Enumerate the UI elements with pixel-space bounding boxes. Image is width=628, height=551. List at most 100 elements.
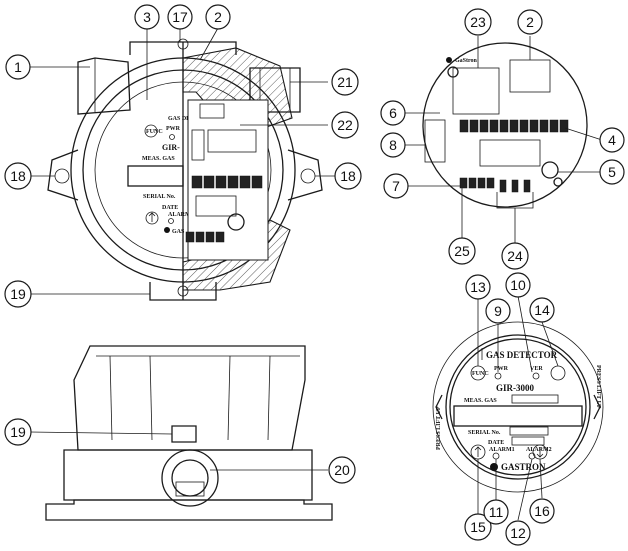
func-label: FUNC	[146, 129, 163, 135]
callout-11: 11	[483, 499, 509, 525]
svg-text:13: 13	[470, 279, 486, 295]
callout-16: 16	[529, 498, 555, 524]
left-ear-hole	[54, 168, 70, 184]
svg-text:FUNC: FUNC	[472, 371, 489, 377]
svg-text:2: 2	[214, 9, 222, 25]
brand-label: GASTRON	[501, 462, 546, 472]
serial-no-label: SERIAL No.	[468, 430, 501, 436]
gastron-logo-icon	[490, 463, 498, 471]
callout-8: 8	[380, 132, 406, 158]
callout-13: 13	[465, 274, 491, 300]
leader-lines-top-right	[405, 36, 603, 245]
gastron-logo-dot	[446, 57, 452, 63]
date-label: DATE	[488, 440, 504, 446]
gas-detector-label: GAS DETECTOR	[486, 350, 558, 360]
callout-24: 24	[501, 242, 529, 270]
pcb-capacitor-5	[541, 161, 559, 179]
callout-14: 14	[529, 297, 555, 323]
press-lift-up-right: PRESS LIFT UP	[595, 365, 601, 409]
up-button-icon	[145, 211, 159, 225]
pcb-right-half	[185, 99, 269, 261]
lcd-window-left	[127, 165, 184, 187]
callout-15: 15	[464, 513, 492, 541]
svg-text:6: 6	[389, 105, 397, 121]
callout-18-right: 18	[334, 162, 362, 190]
pcb-brand-label: GaStron	[455, 58, 478, 64]
svg-text:10: 10	[510, 277, 526, 293]
callout-5: 5	[599, 159, 625, 185]
ver-led	[532, 372, 540, 380]
svg-text:24: 24	[507, 248, 523, 264]
right-conduit-port	[249, 67, 301, 113]
leader-lines-top-left	[30, 27, 335, 295]
callouts: 1 3 17 2 21 22 18 18 19 23 2 6 8 4 5 7 2…	[4, 4, 625, 546]
pwr-led	[494, 372, 502, 380]
svg-text:7: 7	[392, 178, 400, 194]
func-button-icon	[144, 124, 158, 138]
leader-lines-bottom-right	[477, 295, 559, 521]
callout-25: 25	[448, 237, 476, 265]
svg-text:20: 20	[334, 462, 350, 478]
svg-text:16: 16	[534, 503, 550, 519]
brand-partial-label: GAS	[172, 229, 185, 235]
bezel-inner	[445, 334, 591, 480]
serial-no-partial-label: SERIAL No.	[143, 194, 176, 200]
svg-text:17: 17	[172, 9, 188, 25]
callout-1: 1	[5, 54, 31, 80]
gas-detector-partial-label: GAS DET	[168, 116, 194, 122]
left-conduit-entry	[77, 57, 131, 115]
pcb-mount-hole-br	[553, 177, 563, 187]
callout-23: 23	[464, 8, 492, 36]
svg-text:23: 23	[470, 14, 486, 30]
press-lift-up-left: PRESS LIFT UP	[436, 406, 442, 450]
side-base	[45, 499, 333, 521]
svg-text:8: 8	[389, 137, 397, 153]
bezel-outer	[432, 321, 604, 493]
callout-3: 3	[134, 4, 160, 30]
svg-text:21: 21	[337, 74, 353, 90]
svg-text:14: 14	[534, 302, 550, 318]
side-body	[63, 449, 313, 501]
pcb-mount-hole-tl	[447, 66, 459, 78]
callout-22: 22	[331, 111, 359, 139]
callout-20: 20	[328, 456, 356, 484]
sensor-module	[452, 67, 500, 115]
alarm1-led	[492, 452, 500, 460]
callout-2-left: 2	[205, 4, 231, 30]
model-label: GIR-3000	[496, 383, 534, 393]
svg-text:9: 9	[494, 303, 502, 319]
terminal-block-25	[459, 177, 495, 189]
display-front-view: GAS DETECTOR FUNC PWR VER GIR-3000 MEAS.…	[432, 321, 604, 493]
pcb-outline	[422, 42, 588, 208]
ver-led-label: VER	[530, 366, 543, 372]
model-partial-label: GIR-	[162, 143, 180, 152]
callout-2-right: 2	[517, 9, 543, 35]
meas-gas-plate	[511, 394, 559, 404]
callout-12: 12	[505, 520, 531, 546]
connector-8	[424, 119, 446, 163]
left-lift-tab	[435, 394, 443, 420]
svg-text:18: 18	[340, 168, 356, 184]
meas-gas-partial-label: MEAS. GAS	[142, 156, 175, 162]
bottom-conduit	[149, 282, 217, 301]
terminal-block-front	[191, 175, 263, 189]
pcb-top-view: GaStron	[422, 42, 588, 208]
callout-19-bottom: 19	[4, 418, 32, 446]
meas-gas-label: MEAS. GAS	[464, 398, 497, 404]
jumpers-24	[499, 179, 531, 193]
alarm-partial-label: ALARM	[168, 212, 191, 218]
date-plate	[511, 436, 545, 446]
callout-18-left: 18	[4, 162, 32, 190]
housing-side-view	[45, 345, 333, 521]
callout-4: 4	[599, 127, 625, 153]
svg-text:2: 2	[526, 14, 534, 30]
svg-text:1: 1	[14, 59, 22, 75]
down-button	[550, 365, 566, 381]
right-ear-hole	[300, 168, 316, 184]
svg-text:19: 19	[10, 424, 26, 440]
pwr-led-label: PWR	[494, 366, 509, 372]
callout-19-top: 19	[4, 280, 32, 308]
callout-10: 10	[505, 272, 531, 298]
svg-text:12: 12	[510, 525, 526, 541]
